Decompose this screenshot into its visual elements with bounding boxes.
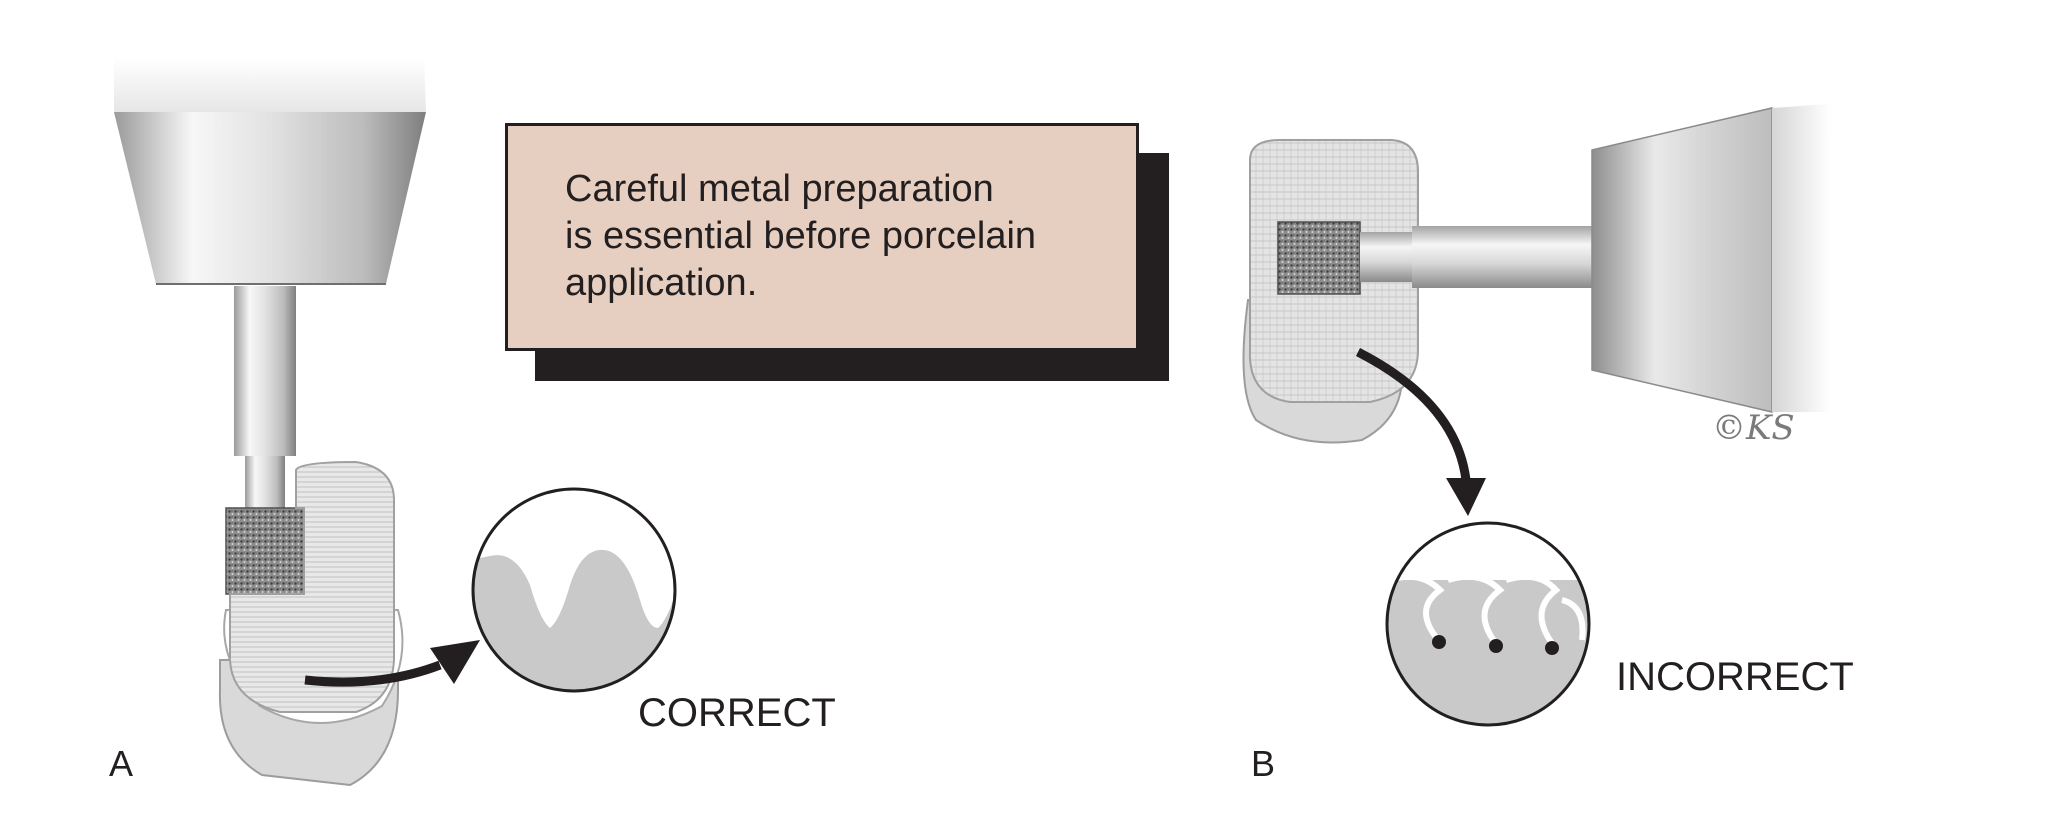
callout: Careful metal preparation is essential b… (505, 123, 1169, 381)
panel-letter-b: B (1251, 743, 1276, 784)
callout-box: Careful metal preparation is essential b… (505, 123, 1139, 351)
panel-letter-a: A (109, 743, 134, 784)
callout-line-1: Careful metal preparation (565, 168, 994, 210)
incorrect-label: INCORRECT (1616, 655, 1854, 699)
correct-label: CORRECT (638, 691, 836, 735)
panel-a-arrow (304, 640, 480, 687)
panel-b-bur (1277, 221, 1592, 295)
artist-signature: ©KS (1712, 408, 1795, 448)
panel-a-bur (225, 286, 305, 595)
callout-line-2: is essential before porcelain (565, 215, 1037, 257)
panel-b-handpiece (1591, 104, 1830, 413)
callout-line-3: application. (565, 262, 758, 304)
panel-b-arrow (1355, 347, 1486, 516)
panel-a-magnified-surface (471, 487, 677, 693)
panel-a-handpiece (114, 58, 426, 285)
panel-a-coping (218, 460, 404, 787)
panel-b-magnified-surface (1385, 521, 1591, 727)
